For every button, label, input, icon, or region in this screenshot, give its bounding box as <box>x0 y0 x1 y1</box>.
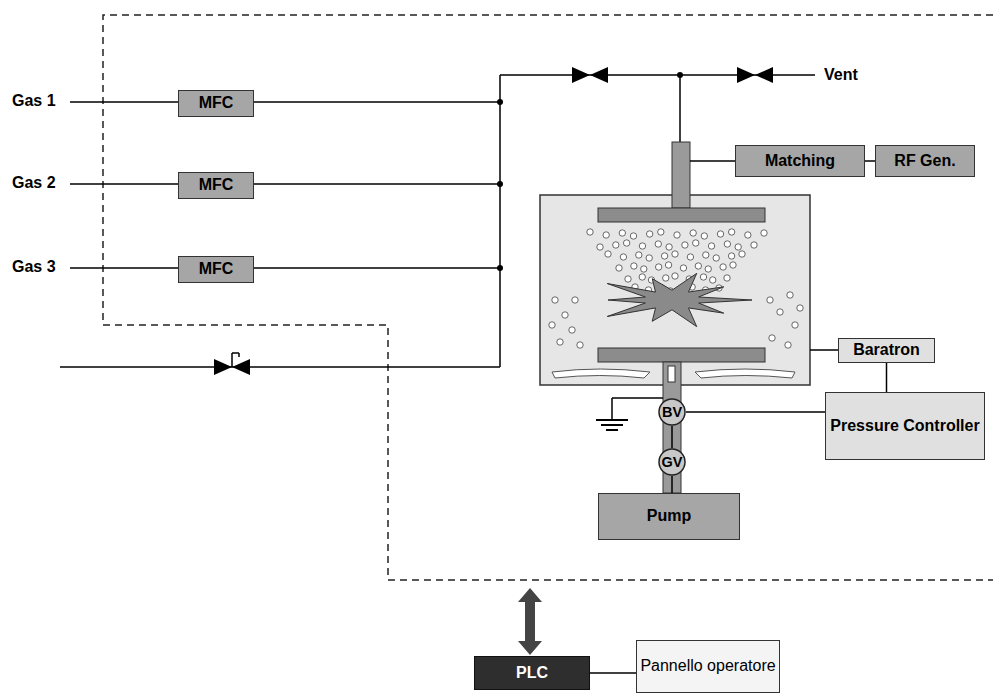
connector-line <box>886 363 888 392</box>
flow-arrow <box>695 369 795 378</box>
matching-box: Matching <box>735 145 865 177</box>
rf-line <box>690 160 735 162</box>
plasma-discharge <box>607 273 752 326</box>
mfc-box: MFC <box>178 172 254 199</box>
exhaust-port <box>668 366 675 382</box>
ground-symbol <box>606 429 618 431</box>
gas-label: Gas 1 <box>12 92 56 110</box>
ground-wire <box>612 397 663 399</box>
mfc-box: MFC <box>178 256 254 283</box>
node-text: RF Gen. <box>894 152 955 170</box>
rf-generator-box: RF Gen. <box>875 145 975 177</box>
system-boundary <box>103 15 993 580</box>
flow-arrow <box>552 369 650 378</box>
gas-line <box>70 101 500 103</box>
connector-line <box>686 411 825 413</box>
node-text: Pannello operatore <box>640 657 775 675</box>
baratron-box: Baratron <box>838 338 935 363</box>
connector-line <box>590 672 636 674</box>
communication-arrow <box>518 588 542 655</box>
node-text: Pump <box>647 507 691 525</box>
gas-label: Gas 2 <box>12 174 56 192</box>
valve-symbol <box>737 67 773 83</box>
top-electrode <box>598 208 765 222</box>
plc-box: PLC <box>474 656 590 690</box>
node-text: GV <box>662 454 683 471</box>
butterfly-valve: BV <box>658 398 686 426</box>
connector-line <box>671 426 673 448</box>
node-text: MFC <box>199 94 234 112</box>
ground-wire <box>611 398 613 420</box>
purge-line <box>60 366 500 368</box>
ground-symbol <box>596 419 628 421</box>
feed-line <box>679 75 681 142</box>
mfc-box: MFC <box>178 90 254 117</box>
node-text: BV <box>662 404 682 421</box>
gas-label: Gas 3 <box>12 258 56 276</box>
pump-box: Pump <box>598 493 740 540</box>
sensor-line <box>810 349 838 351</box>
node-text: Pressure Controller <box>830 417 979 435</box>
node-text: MFC <box>199 176 234 194</box>
ground-symbol <box>601 424 623 426</box>
gate-valve: GV <box>658 448 686 476</box>
valve-symbol <box>214 353 250 375</box>
vent-label: Vent <box>824 66 858 84</box>
operator-panel-box: Pannello operatore <box>636 640 780 693</box>
connector-line <box>671 476 673 493</box>
connector-line <box>865 160 875 162</box>
node-text: Matching <box>765 152 835 170</box>
node-text: Baratron <box>853 341 920 359</box>
gas-manifold <box>499 75 501 367</box>
pressure-controller-box: Pressure Controller <box>825 392 985 460</box>
valve-symbol <box>572 67 608 83</box>
bottom-electrode <box>598 348 765 362</box>
gas-line <box>70 183 500 185</box>
reaction-chamber <box>540 195 810 385</box>
gas-line <box>70 267 500 269</box>
node-text: MFC <box>199 260 234 278</box>
plasma-particles <box>549 229 803 348</box>
node-text: PLC <box>516 664 548 682</box>
electrode-stem <box>672 142 690 208</box>
